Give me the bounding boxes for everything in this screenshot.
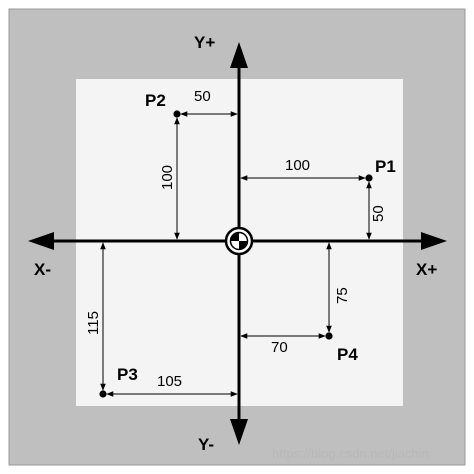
dim-p2-x-text: 50 <box>194 88 211 105</box>
x-positive-label: X+ <box>416 260 437 279</box>
point-p2-label: P2 <box>145 91 166 110</box>
y-negative-label: Y- <box>198 435 214 454</box>
point-p3-label: P3 <box>117 365 138 384</box>
dim-p2-y-text: 100 <box>159 165 176 190</box>
point-p4-label: P4 <box>337 345 358 364</box>
watermark-text: https://blog.csdn.net/jiachin <box>272 446 429 461</box>
dim-p3-y-text: 115 <box>85 311 102 335</box>
y-positive-label: Y+ <box>194 33 215 52</box>
point-p1 <box>365 174 373 182</box>
dim-p4-x-text: 70 <box>271 339 288 356</box>
point-p2 <box>173 110 181 118</box>
y-negative-arrowhead <box>230 419 248 445</box>
x-positive-arrowhead <box>421 232 447 250</box>
dim-p1-x-text: 100 <box>285 157 310 174</box>
dim-p4-y-text: 75 <box>334 287 351 304</box>
point-p3 <box>99 390 107 398</box>
dim-p3-x-text: 105 <box>157 373 182 390</box>
dim-p1-y-text: 50 <box>370 205 387 222</box>
point-p1-label: P1 <box>375 157 396 176</box>
x-negative-arrowhead <box>28 232 54 250</box>
x-negative-label: X- <box>34 260 51 279</box>
point-p4 <box>325 332 333 340</box>
workpiece-zero-icon <box>224 226 254 256</box>
y-positive-arrowhead <box>230 42 248 68</box>
